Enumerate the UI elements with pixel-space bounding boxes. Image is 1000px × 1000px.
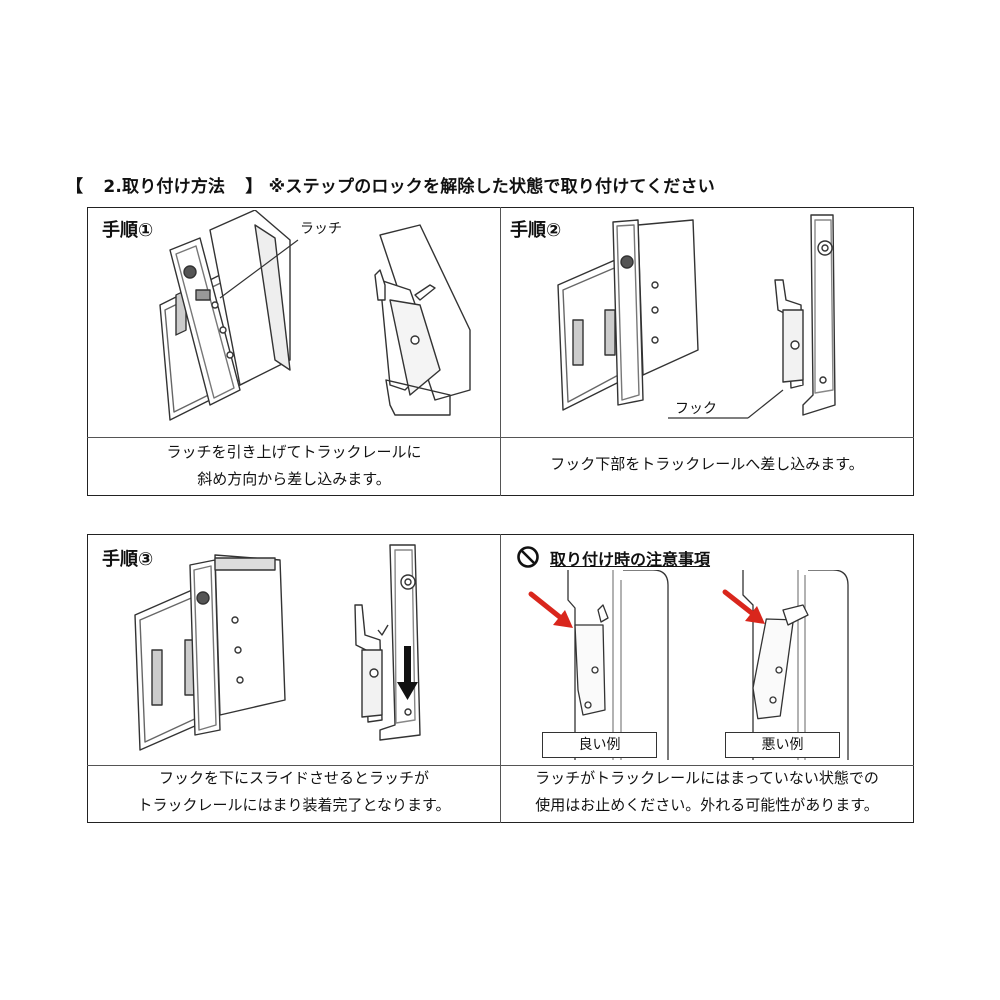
caution-title: 取り付け時の注意事項 [550, 550, 711, 569]
step3-caption-line2: トラックレールにはまり装着完了となります。 [137, 796, 451, 814]
step1-illustration [159, 210, 471, 421]
step1-caption: ラッチを引き上げてトラックレールに 斜め方向から差し込みます。 [90, 437, 498, 493]
down-arrow-icon [397, 646, 418, 700]
caution-caption-line1: ラッチがトラックレールにはまっていない状態での [535, 769, 879, 787]
section-note: ※ステップのロックを解除した状態で取り付けてください [268, 177, 715, 197]
top-panel-divider [500, 207, 502, 496]
step1-caption-line2: 斜め方向から差し込みます。 [197, 470, 391, 488]
step1-caption-line1: ラッチを引き上げてトラックレールに [166, 443, 422, 461]
step2-label: 手順② [510, 220, 562, 241]
prohibited-icon [517, 546, 539, 568]
step3-caption-line1: フックを下にスライドさせるとラッチが [158, 769, 429, 787]
bracket-open: 【 [66, 177, 84, 197]
red-arrow-icon [528, 591, 573, 628]
caution-caption-line2: 使用はお止めください。外れる可能性があります。 [535, 796, 879, 814]
section-heading: 【 2.取り付け方法 】 ※ステップのロックを解除した状態で取り付けてください [66, 172, 715, 197]
top-caption-separator [87, 437, 914, 439]
caution-illustration [528, 570, 849, 760]
step1-label: 手順① [102, 220, 154, 241]
step2-hook-callout: フック [675, 401, 717, 417]
caution-caption: ラッチがトラックレールにはまっていない状態での 使用はお止めください。外れる可能… [503, 764, 911, 819]
red-arrow-icon [722, 589, 765, 624]
bottom-caption-separator [87, 765, 914, 767]
section-title: 2.取り付け方法 [103, 177, 226, 197]
step1-latch-callout: ラッチ [300, 221, 342, 237]
bracket-close: 】 [245, 177, 263, 197]
step3-label: 手順③ [102, 549, 154, 570]
bad-example-label: 悪い例 [725, 732, 840, 758]
bottom-panel-divider [500, 534, 502, 823]
step3-illustration [134, 544, 421, 751]
step3-caption: フックを下にスライドさせるとラッチが トラックレールにはまり装着完了となります。 [90, 764, 498, 819]
step2-illustration [557, 214, 836, 419]
step2-caption: フック下部をトラックレールへ差し込みます。 [550, 455, 864, 473]
good-example-label: 良い例 [542, 732, 657, 758]
